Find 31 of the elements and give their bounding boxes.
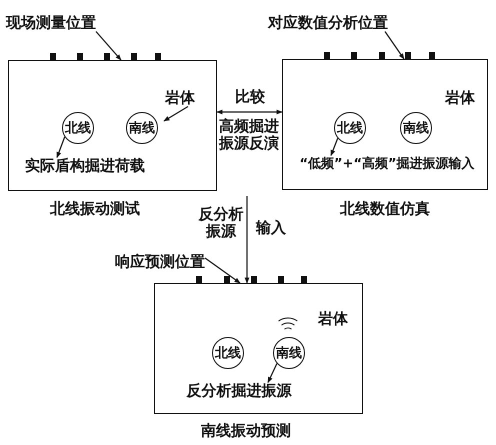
tunnel-circle: 北线 — [212, 337, 244, 369]
annotation-text: 实际盾构掘进荷载 — [25, 158, 145, 174]
leader-line — [244, 196, 250, 284]
annotation-text: 现场测量位置 — [6, 14, 96, 32]
panel-caption: 南线振动预测 — [201, 422, 291, 440]
arrow — [384, 31, 404, 60]
annotation-text: 岩体 — [165, 90, 195, 106]
panel-caption: 北线振动测试 — [50, 200, 140, 218]
tunnel-circle: 北线 — [62, 112, 94, 144]
arrow — [267, 363, 278, 384]
annotation-text: 岩体 — [445, 90, 475, 106]
tunnel-circle: 北线 — [334, 112, 366, 144]
annotation-text: 响应预测位置 — [115, 254, 205, 270]
tunnel-circle: 南线 — [126, 112, 158, 144]
annotation-text: 岩体 — [318, 310, 348, 328]
edge-label: 比较 — [235, 88, 265, 106]
annotation-text: 高频掘进振源反演 — [218, 118, 280, 152]
annotation-text: 反分析掘进振源 — [186, 382, 292, 400]
panel-caption: 北线数值仿真 — [340, 200, 430, 218]
annotation-text: 反分析振源 — [198, 206, 244, 240]
tunnel-circle: 南线 — [273, 337, 305, 369]
tunnel-circle: 南线 — [400, 112, 432, 144]
edge-label: 输入 — [256, 220, 286, 236]
arrow — [204, 258, 240, 284]
leader-line — [163, 106, 188, 122]
arrow — [330, 138, 338, 156]
arrow — [56, 136, 66, 158]
annotation-text: 对应数值分析位置 — [268, 14, 388, 32]
arrow — [216, 110, 283, 114]
arrow — [96, 31, 122, 60]
annotation-text: “低频”+“高频”掘进振源输入 — [299, 156, 475, 172]
